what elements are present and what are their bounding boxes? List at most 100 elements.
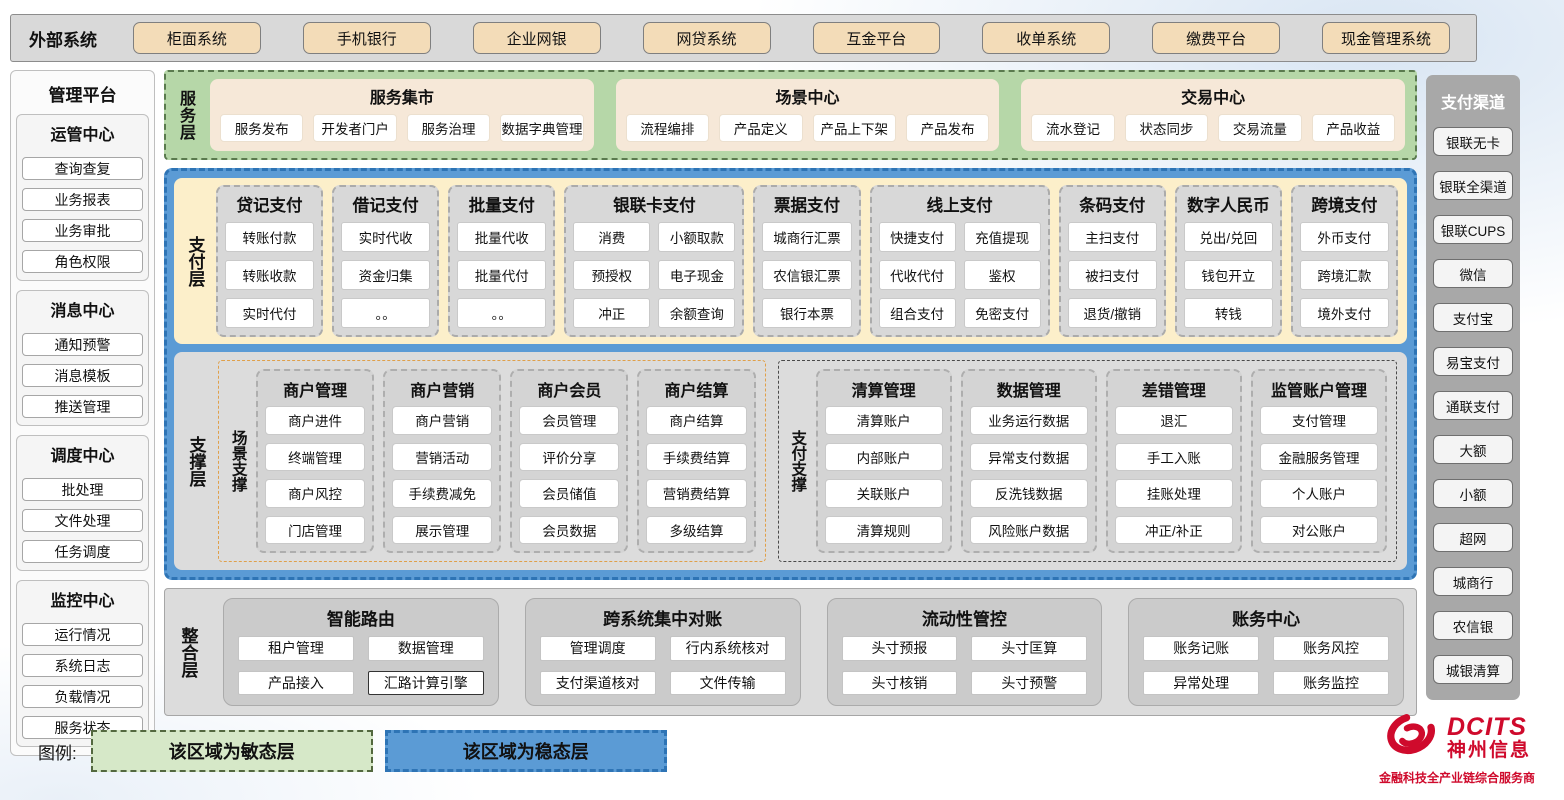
integration-item-button[interactable]: 行内系统核对 [669,636,786,661]
management-item-button[interactable]: 任务调度 [22,540,143,563]
service-item-button[interactable]: 状态同步 [1124,114,1209,142]
payment-channel-button[interactable]: 易宝支付 [1433,347,1513,376]
management-item-button[interactable]: 文件处理 [22,509,143,532]
management-item-button[interactable]: 消息模板 [22,364,143,387]
payment-item-button[interactable]: 批量代付 [457,260,547,290]
payment-channel-button[interactable]: 微信 [1433,259,1513,288]
external-system-button[interactable]: 收单系统 [982,22,1111,54]
payment-channel-button[interactable]: 通联支付 [1433,391,1513,420]
service-item-button[interactable]: 数据字典管理 [500,114,584,142]
payment-item-button[interactable]: 资金归集 [341,260,431,290]
payment-channel-button[interactable]: 银联CUPS [1433,215,1513,244]
management-item-button[interactable]: 批处理 [22,478,143,501]
payment-item-button[interactable]: 预授权 [573,260,651,290]
support-item-button[interactable]: 手续费结算 [646,442,747,471]
integration-item-button[interactable]: 头寸核销 [841,670,958,695]
integration-item-button[interactable]: 文件传输 [669,670,786,695]
payment-channel-button[interactable]: 银联全渠道 [1433,171,1513,200]
payment-item-button[interactable]: 银行本票 [762,298,852,328]
support-item-button[interactable]: 会员管理 [519,406,620,435]
integration-item-button[interactable]: 异常处理 [1143,670,1260,695]
integration-item-button[interactable]: 账务记账 [1143,636,1260,661]
payment-item-button[interactable]: 。。 [457,298,547,328]
support-item-button[interactable]: 退汇 [1114,406,1233,435]
service-item-button[interactable]: 产品发布 [905,114,990,142]
integration-item-button[interactable]: 支付渠道核对 [539,670,656,695]
integration-item-button[interactable]: 头寸匡算 [971,636,1088,661]
payment-channel-button[interactable]: 大额 [1433,435,1513,464]
support-item-button[interactable]: 业务运行数据 [969,406,1088,435]
payment-channel-button[interactable]: 城银清算 [1433,655,1513,684]
service-item-button[interactable]: 产品收益 [1311,114,1396,142]
external-system-button[interactable]: 互金平台 [812,22,941,54]
management-item-button[interactable]: 推送管理 [22,395,143,418]
service-item-button[interactable]: 服务发布 [220,114,304,142]
support-item-button[interactable]: 商户进件 [265,406,366,435]
payment-item-button[interactable]: 余额查询 [658,298,736,328]
payment-item-button[interactable]: 免密支付 [963,298,1041,328]
support-item-button[interactable]: 手续费减免 [392,479,493,508]
integration-item-button[interactable]: 头寸预警 [971,670,1088,695]
payment-item-button[interactable]: 钱包开立 [1183,260,1273,290]
support-item-button[interactable]: 清算规则 [824,515,943,544]
payment-item-button[interactable]: 外币支付 [1299,222,1389,252]
payment-item-button[interactable]: 鉴权 [963,260,1041,290]
support-item-button[interactable]: 反洗钱数据 [969,479,1088,508]
payment-item-button[interactable]: 退货/撤销 [1067,298,1157,328]
service-item-button[interactable]: 流水登记 [1031,114,1115,142]
integration-item-button[interactable]: 头寸预报 [841,636,958,661]
support-item-button[interactable]: 个人账户 [1259,479,1379,508]
management-item-button[interactable]: 负载情况 [22,685,143,708]
payment-item-button[interactable]: 主扫支付 [1067,222,1157,252]
payment-channel-button[interactable]: 超网 [1433,523,1513,552]
service-item-button[interactable]: 服务治理 [406,114,491,142]
support-item-button[interactable]: 评价分享 [519,442,620,471]
payment-channel-button[interactable]: 支付宝 [1433,303,1513,332]
support-item-button[interactable]: 内部账户 [824,442,943,471]
payment-item-button[interactable]: 实时代收 [341,222,431,252]
support-item-button[interactable]: 风险账户数据 [969,515,1088,544]
management-item-button[interactable]: 系统日志 [22,654,143,677]
management-item-button[interactable]: 角色权限 [22,250,143,273]
payment-item-button[interactable]: 电子现金 [658,260,736,290]
payment-item-button[interactable]: 转钱 [1183,298,1273,328]
payment-item-button[interactable]: 消费 [573,222,651,252]
support-item-button[interactable]: 会员储值 [519,479,620,508]
integration-item-button[interactable]: 账务风控 [1273,636,1389,661]
integration-item-button[interactable]: 账务监控 [1273,670,1389,695]
support-item-button[interactable]: 展示管理 [392,515,493,544]
management-item-button[interactable]: 业务审批 [22,219,143,242]
payment-item-button[interactable]: 转账收款 [225,260,315,290]
payment-channel-button[interactable]: 城商行 [1433,567,1513,596]
payment-item-button[interactable]: 兑出/兑回 [1183,222,1273,252]
management-item-button[interactable]: 运行情况 [22,623,143,646]
support-item-button[interactable]: 营销活动 [392,442,493,471]
support-item-button[interactable]: 关联账户 [824,479,943,508]
payment-channel-button[interactable]: 农信银 [1433,611,1513,640]
payment-item-button[interactable]: 冲正 [573,298,651,328]
payment-item-button[interactable]: 批量代收 [457,222,547,252]
support-item-button[interactable]: 挂账处理 [1114,479,1233,508]
support-item-button[interactable]: 会员数据 [519,515,620,544]
external-system-button[interactable]: 缴费平台 [1152,22,1281,54]
support-item-button[interactable]: 终端管理 [265,442,366,471]
integration-item-button[interactable]: 数据管理 [367,636,484,661]
support-item-button[interactable]: 商户结算 [646,406,747,435]
payment-item-button[interactable]: 被扫支付 [1067,260,1157,290]
payment-item-button[interactable]: 农信银汇票 [762,260,852,290]
management-item-button[interactable]: 通知预警 [22,333,143,356]
payment-item-button[interactable]: 快捷支付 [878,222,956,252]
service-item-button[interactable]: 交易流量 [1218,114,1302,142]
support-item-button[interactable]: 商户营销 [392,406,493,435]
service-item-button[interactable]: 流程编排 [625,114,710,142]
integration-item-button[interactable]: 管理调度 [539,636,656,661]
support-item-button[interactable]: 清算账户 [824,406,943,435]
service-item-button[interactable]: 开发者门户 [313,114,397,142]
management-item-button[interactable]: 业务报表 [22,188,143,211]
support-item-button[interactable]: 金融服务管理 [1259,442,1379,471]
payment-item-button[interactable]: 境外支付 [1299,298,1389,328]
support-item-button[interactable]: 商户风控 [265,479,366,508]
service-item-button[interactable]: 产品定义 [719,114,803,142]
support-item-button[interactable]: 营销费结算 [646,479,747,508]
payment-channel-button[interactable]: 银联无卡 [1433,127,1513,156]
